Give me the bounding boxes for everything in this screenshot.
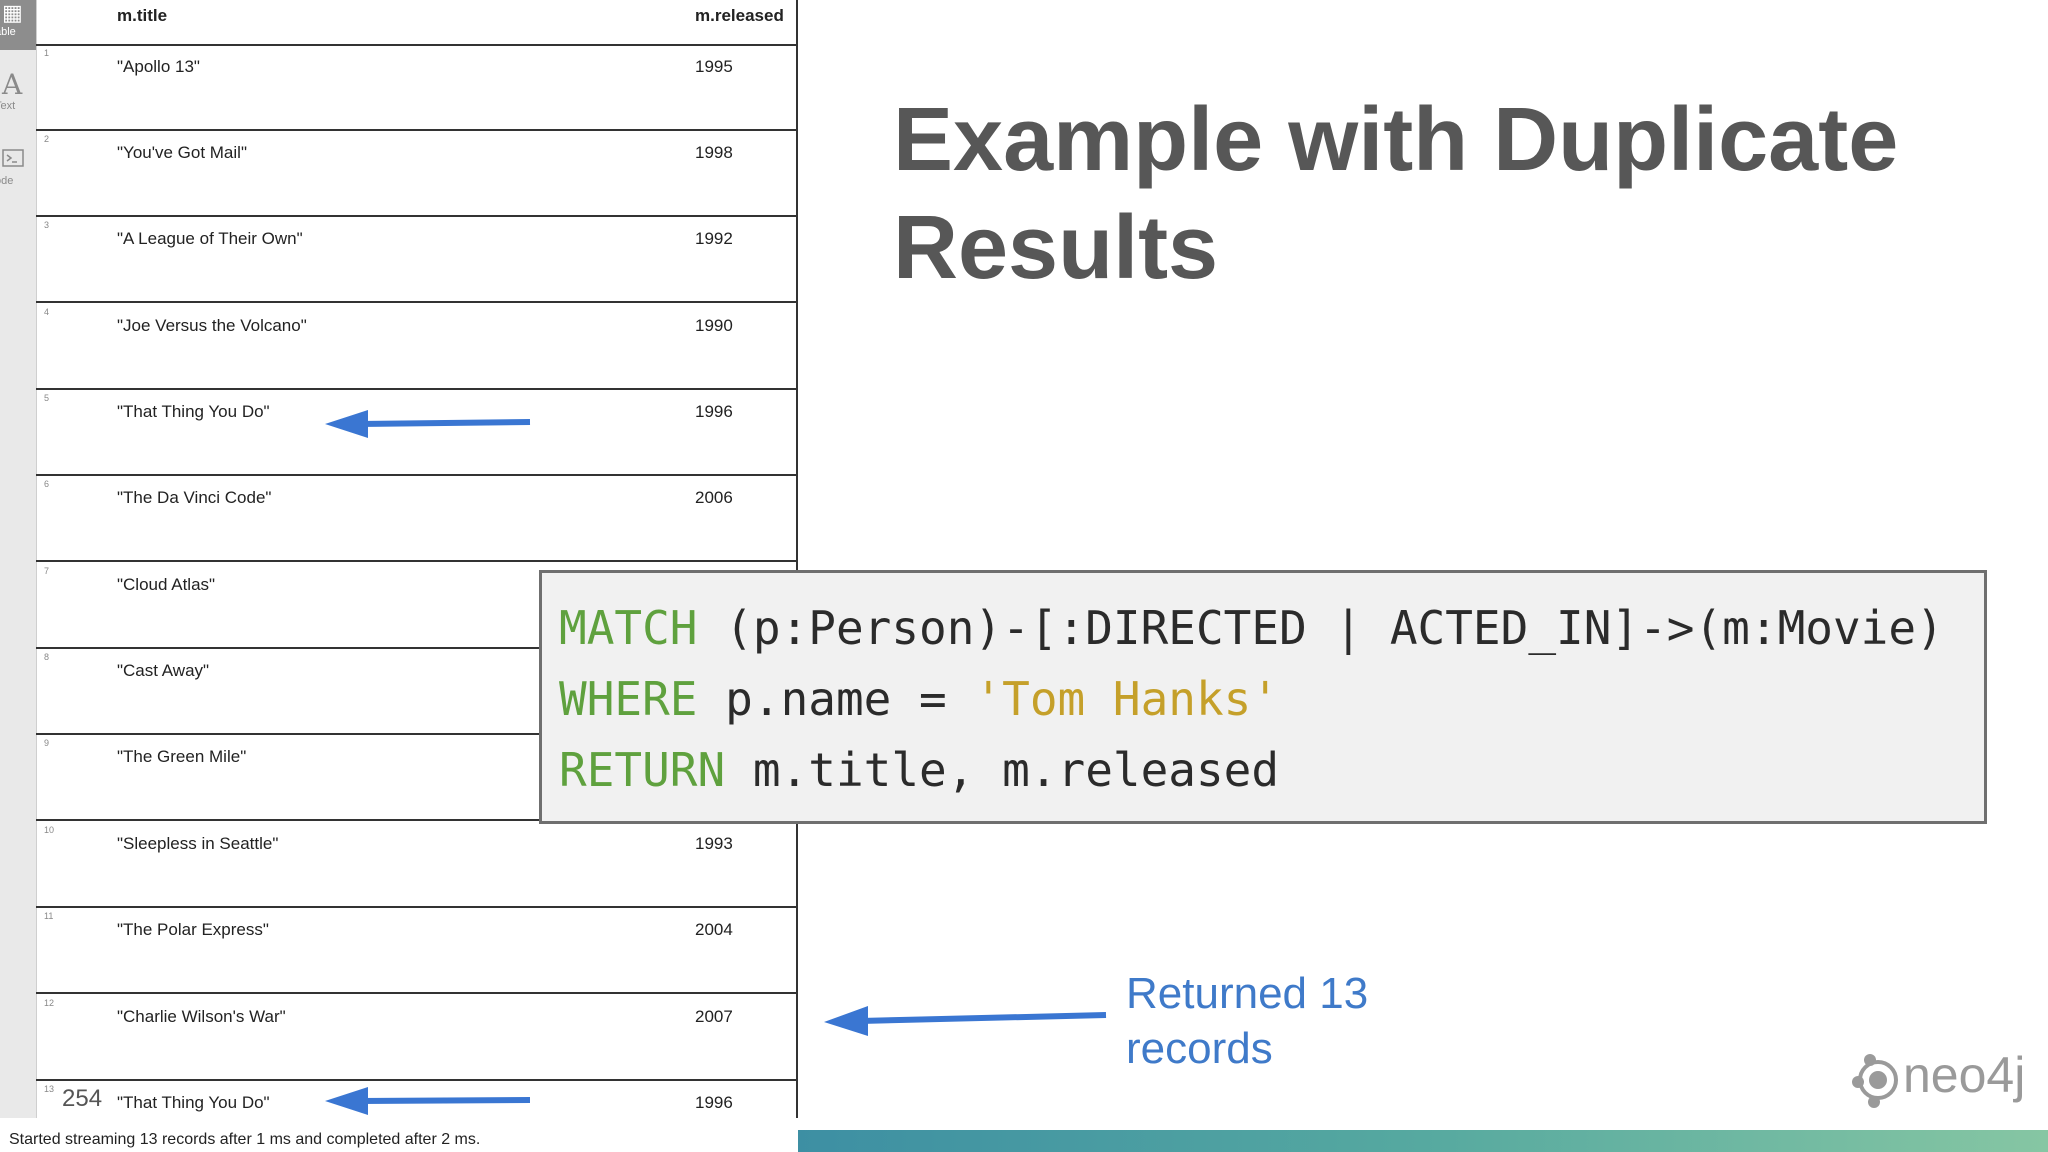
cell-title: "That Thing You Do"	[117, 402, 270, 421]
text-view-button[interactable]: A Text	[0, 70, 36, 122]
table-icon: ▦	[2, 0, 23, 25]
cell-title: "Cloud Atlas"	[117, 575, 216, 594]
table-row: 1 "Apollo 13" 1995	[36, 44, 796, 131]
row-number: 9	[44, 738, 50, 748]
row-number: 6	[44, 479, 50, 489]
cell-title: "That Thing You Do"	[117, 1093, 270, 1112]
cell-released: 2007	[695, 1007, 733, 1026]
code-line: MATCH (p:Person)-[:DIRECTED | ACTED_IN]-…	[559, 593, 1984, 664]
cell-released: 1996	[695, 1093, 733, 1112]
code-text: m.title, m.released	[725, 743, 1280, 797]
sidebar-item-label: Text	[0, 100, 16, 112]
code-keyword: RETURN	[559, 743, 726, 797]
row-number: 4	[44, 307, 50, 317]
row-number: 7	[44, 566, 50, 576]
footer-bar	[798, 1130, 2048, 1152]
text-icon: A	[2, 68, 23, 101]
brand-name: neo4j	[1903, 1047, 2026, 1103]
code-text: (p:Person)-[:DIRECTED | ACTED_IN]->(m:Mo…	[697, 601, 1944, 655]
code-view-button[interactable]: ode	[0, 145, 36, 197]
cell-title: "The Green Mile"	[117, 747, 247, 766]
page-number: 254	[62, 1085, 103, 1112]
sidebar: ▦ able A Text ode	[0, 0, 37, 1118]
row-number: 2	[44, 134, 50, 144]
column-header-title[interactable]: m.title	[117, 6, 168, 25]
cell-title: "Joe Versus the Volcano"	[117, 316, 307, 335]
row-number: 3	[44, 220, 50, 230]
cell-released: 2004	[695, 920, 733, 939]
arrow-callout	[824, 1006, 1107, 1036]
table-row: 11 "The Polar Express" 2004	[36, 907, 796, 994]
row-number: 5	[44, 393, 50, 403]
arrow-row-13	[325, 1087, 531, 1115]
row-number: 11	[44, 911, 54, 921]
cell-title: "The Polar Express"	[117, 920, 269, 939]
sidebar-item-label: able	[0, 26, 16, 38]
cell-title: "The Da Vinci Code"	[117, 488, 272, 507]
code-keyword: MATCH	[559, 601, 698, 655]
slide-title: Example with Duplicate Results	[893, 90, 1899, 298]
table-row: 10 "Sleepless in Seattle" 1993	[36, 821, 796, 908]
cell-released: 1993	[695, 834, 733, 853]
cell-released: 1990	[695, 316, 733, 335]
cell-title: "Charlie Wilson's War"	[117, 1007, 286, 1026]
table-view-button[interactable]: ▦ able	[0, 0, 36, 50]
table-row: 2 "You've Got Mail" 1998	[36, 130, 796, 217]
sidebar-item-label: ode	[0, 175, 14, 187]
row-number: 12	[44, 998, 55, 1008]
table-row: 6 "The Da Vinci Code" 2006	[36, 475, 796, 562]
result-table: m.title m.released 1 "Apollo 13" 1995 2 …	[36, 0, 798, 1118]
cell-released: 1998	[695, 143, 733, 162]
cell-released: 1992	[695, 229, 733, 248]
table-row: 12 "Charlie Wilson's War" 2007	[36, 994, 796, 1081]
cell-released: 1995	[695, 57, 733, 76]
status-text: Started streaming 13 records after 1 ms …	[9, 1131, 481, 1148]
code-keyword: WHERE	[559, 672, 698, 726]
callout-line: records	[1126, 1024, 1273, 1073]
cell-title: "Sleepless in Seattle"	[117, 834, 279, 853]
table-header: m.title m.released	[36, 0, 796, 46]
callout-line: Returned 13	[1126, 969, 1369, 1018]
cell-title: "Cast Away"	[117, 661, 210, 680]
table-row: 13 "That Thing You Do" 1996	[36, 1080, 796, 1118]
code-string: 'Tom Hanks'	[974, 672, 1280, 726]
row-number: 1	[44, 48, 50, 58]
code-line: WHERE p.name = 'Tom Hanks'	[559, 664, 1984, 735]
table-row: 5 "That Thing You Do" 1996	[36, 389, 796, 476]
cell-released: 1996	[695, 402, 733, 421]
arrow-row-5	[325, 410, 531, 438]
cell-title: "Apollo 13"	[117, 57, 200, 76]
table-row: 9 "The Green Mile"	[36, 734, 796, 821]
cell-title: "A League of Their Own"	[117, 229, 303, 248]
code-icon	[0, 145, 36, 175]
table-row: 8 "Cast Away"	[36, 648, 796, 735]
code-block: MATCH (p:Person)-[:DIRECTED | ACTED_IN]-…	[539, 570, 1987, 824]
cell-released: 2006	[695, 488, 733, 507]
code-line: RETURN m.title, m.released	[559, 735, 1984, 806]
neo4j-logo-icon	[1852, 1054, 1898, 1108]
table-row: 3 "A League of Their Own" 1992	[36, 216, 796, 303]
row-number: 8	[44, 652, 50, 662]
row-number: 10	[44, 825, 55, 835]
table-row: 4 "Joe Versus the Volcano" 1990	[36, 303, 796, 390]
row-number: 13	[44, 1084, 55, 1094]
code-text: p.name =	[697, 672, 975, 726]
column-header-released[interactable]: m.released	[695, 6, 784, 25]
cell-title: "You've Got Mail"	[117, 143, 247, 162]
table-row: 7 "Cloud Atlas"	[36, 562, 796, 649]
callout-text: Returned 13 records	[1126, 966, 1368, 1076]
